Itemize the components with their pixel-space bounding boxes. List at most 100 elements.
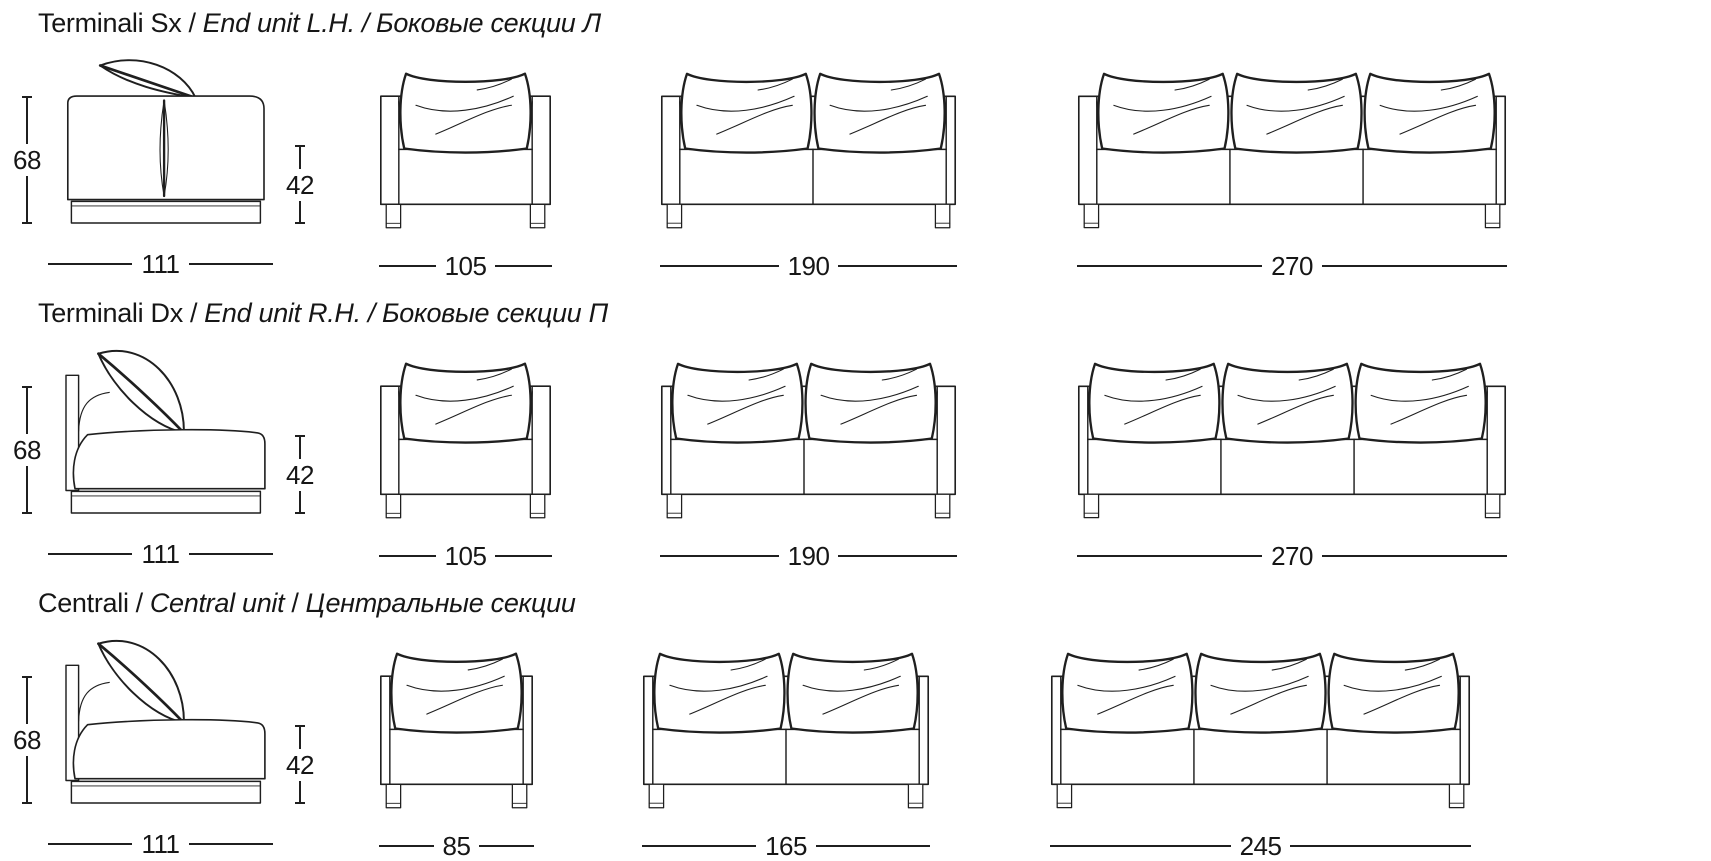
width-value: 111 [141, 539, 180, 570]
leg [666, 493, 683, 519]
width-value: 190 [787, 251, 830, 282]
sofa-side-view-drawing [65, 640, 266, 804]
pillow-drawing [786, 652, 919, 734]
dimension-line [26, 678, 28, 725]
dimension-line [299, 727, 301, 749]
title-separator: / [189, 298, 198, 329]
title-separator: / [188, 8, 196, 38]
width-dimension: 111 [48, 540, 273, 568]
pillow-drawing [1363, 72, 1496, 154]
dimension-line [660, 555, 779, 558]
sofa-side-curved [65, 640, 266, 804]
dimension-line [26, 176, 28, 223]
seat-height-dimension: 42 [285, 435, 315, 515]
sofa-front-view-drawing [660, 362, 957, 519]
title-russian: Боковые секции Л [376, 8, 601, 38]
dimension-tick [295, 145, 305, 148]
dimension-line [495, 265, 553, 268]
width-value: 190 [787, 541, 830, 572]
dimension-line [379, 555, 436, 558]
height-dimension: 68 [12, 676, 42, 805]
title-italian: Terminali Dx [38, 298, 183, 329]
leg [385, 783, 402, 809]
pillow-drawing [390, 652, 523, 734]
width-dimension: 105 [379, 251, 553, 282]
dimension-line [1077, 265, 1263, 268]
sofa-front-view-drawing [660, 72, 957, 229]
pillow-drawing [671, 362, 804, 444]
seat-height-value: 42 [286, 749, 314, 780]
title-russian: Боковые секции П [382, 298, 608, 329]
width-value: 111 [141, 249, 180, 280]
dimension-line [26, 388, 28, 435]
height-value: 68 [13, 435, 41, 466]
leg [1484, 203, 1501, 229]
dimension-tick [295, 802, 305, 805]
sofa-side-curved [65, 350, 266, 514]
pillow-drawing [1354, 362, 1487, 444]
height-value: 68 [13, 725, 41, 756]
leg [907, 783, 924, 809]
dimension-line [379, 845, 434, 848]
pillow-drawing [1088, 362, 1221, 444]
pillow-drawing [399, 72, 532, 154]
side-view-unit: 68 42 111 [12, 51, 315, 280]
section-centrali: Centrali/Central unit/Центральные секции… [12, 588, 1711, 860]
width-value: 105 [444, 251, 487, 282]
pillow-drawing [1097, 72, 1230, 154]
dimension-line [48, 263, 133, 266]
width-dimension: 270 [1077, 252, 1508, 280]
dimension-tick [295, 725, 305, 728]
dimension-line [299, 200, 301, 223]
dimension-line [379, 265, 436, 268]
leg [1448, 783, 1465, 809]
dimension-line [188, 843, 273, 846]
sofa-front-view-drawing [380, 362, 551, 519]
leg [385, 203, 402, 229]
width-dimension: 111 [48, 830, 273, 858]
front-view-unit: 105 [379, 53, 553, 282]
width-value: 245 [1239, 831, 1282, 861]
dimension-tick [22, 676, 32, 679]
title-italian: Terminali Sx [38, 8, 182, 38]
sofa-front-view-drawing [642, 652, 930, 809]
sofa-side-view-drawing [65, 350, 266, 514]
leg [1056, 783, 1073, 809]
seat-height-value: 42 [286, 169, 314, 200]
dimension-line [188, 263, 273, 266]
sofa-front-view-drawing [380, 652, 533, 809]
sofa-side-flat [66, 59, 265, 224]
title-separator: / [135, 588, 144, 619]
height-dimension: 68 [12, 386, 42, 515]
sofa-front-view-drawing [1077, 362, 1507, 519]
pillow-drawing [653, 652, 786, 734]
leg [934, 203, 951, 229]
title-english: End unit R.H. [204, 298, 361, 329]
dimension-line [26, 756, 28, 803]
dimension-line [1290, 845, 1472, 848]
seat-height-dimension: 42 [285, 725, 315, 805]
leg [529, 493, 546, 519]
dimension-line [188, 553, 273, 556]
dimension-tick [295, 222, 305, 225]
sofa-front-view-drawing [380, 72, 551, 229]
pillow-drawing [1221, 362, 1354, 444]
leg [648, 783, 665, 809]
dimension-line [299, 490, 301, 513]
leg [511, 783, 528, 809]
dimension-line [1321, 265, 1508, 268]
width-value: 85 [442, 831, 471, 861]
height-dimension: 68 [12, 96, 42, 225]
section-heading: Centrali/Central unit/Центральные секции [38, 588, 1711, 619]
dimension-line [838, 265, 958, 268]
dimension-line [1321, 555, 1508, 558]
front-view-unit: 245 [1050, 633, 1472, 861]
pillow-drawing [804, 362, 937, 444]
leg [1083, 493, 1100, 519]
units-row: 68 42 111 105 190 [12, 341, 1711, 570]
dimension-line [1077, 555, 1263, 558]
front-view-unit: 85 [379, 633, 535, 861]
width-dimension: 190 [660, 541, 958, 572]
leg [666, 203, 683, 229]
dimension-line [660, 265, 779, 268]
